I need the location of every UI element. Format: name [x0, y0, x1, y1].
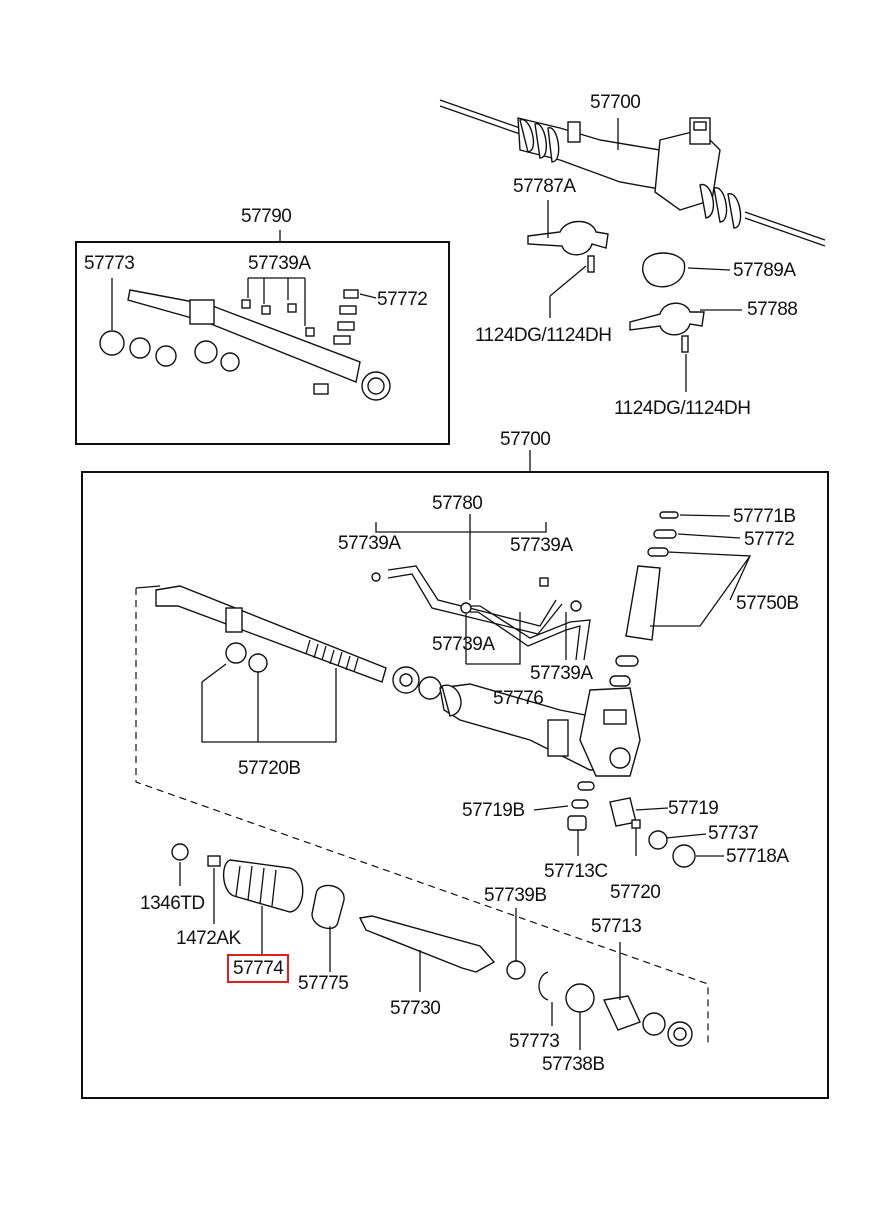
callout-bush-57738b: 57738B: [542, 1054, 605, 1075]
main-assembly-box: [81, 471, 829, 1099]
callout-washer-b: 57739B: [484, 885, 547, 906]
callout-valve: 57750B: [736, 593, 799, 614]
callout-kit-oring: 57739A: [248, 253, 311, 274]
callout-plug-c: 57713C: [544, 861, 608, 882]
kit-parts: [99, 277, 391, 401]
callout-rack-seals: 57720B: [238, 758, 301, 779]
callout-oring-mid: 57739A: [432, 634, 495, 655]
callout-housing: 57776: [493, 688, 544, 709]
callout-bushing-a: 57789A: [733, 260, 796, 281]
callout-spring: 57737: [708, 823, 759, 844]
top-steering-gear-assembly: [439, 99, 826, 247]
main-assembly-parts: [135, 511, 752, 1050]
callout-bolt-2: 1124DG/1124DH: [614, 398, 751, 419]
callout-boot-highlighted: 57774: [227, 954, 290, 983]
callout-seal-top2: 57772: [744, 529, 795, 550]
callout-clip-1472: 1472AK: [176, 928, 241, 949]
seal-kit-box: [75, 241, 450, 445]
callout-yoke: 57719: [668, 798, 719, 819]
callout-main-assembly: 57700: [500, 429, 551, 450]
callout-clamp-1346: 1346TD: [140, 893, 205, 914]
callout-band: 57775: [298, 973, 349, 994]
callout-seal-top: 57771B: [733, 506, 796, 527]
callout-plug: 57718A: [726, 846, 789, 867]
callout-top-assembly: 57700: [590, 92, 641, 113]
callout-kit-box: 57790: [241, 206, 292, 227]
callout-kit-snap-ring: 57773: [84, 253, 135, 274]
callout-ring-57713: 57713: [591, 916, 642, 937]
callout-kit-seal: 57772: [377, 289, 428, 310]
callout-tie-rod: 57730: [390, 998, 441, 1019]
callout-mount-bracket: 57788: [747, 299, 798, 320]
callout-mount-bracket-a: 57787A: [513, 176, 576, 197]
callout-cushion: 57720: [610, 882, 661, 903]
mount-brackets: [527, 200, 742, 392]
callout-oring-left: 57739A: [338, 533, 401, 554]
callout-tube-set: 57780: [432, 493, 483, 514]
callout-snap-57773: 57773: [509, 1031, 560, 1052]
callout-bolt-1: 1124DG/1124DH: [475, 325, 612, 346]
callout-oring-mid2: 57739A: [530, 663, 593, 684]
callout-seal-57719b: 57719B: [462, 800, 525, 821]
callout-oring-right: 57739A: [510, 535, 573, 556]
